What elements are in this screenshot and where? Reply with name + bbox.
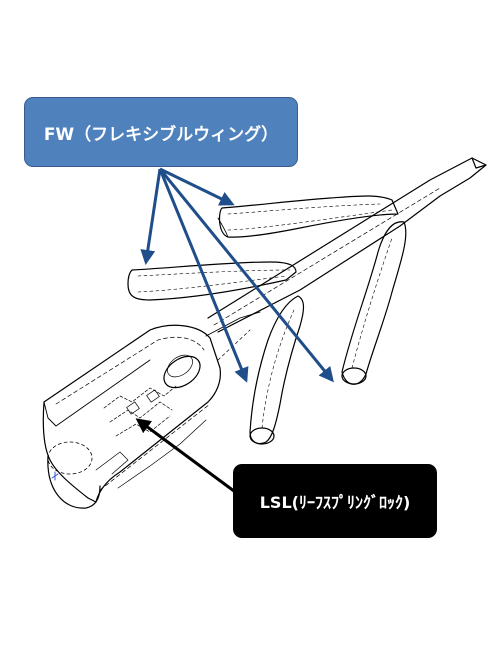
fw-arrow-lower-middle-wing [158, 168, 249, 383]
lsl-callout: LSL(ﾘｰﾌｽﾌﾟﾘﾝｸﾞﾛｯｸ) [233, 464, 437, 538]
fw-arrow-middle-wing [140, 168, 162, 265]
wing-lower-middle [249, 295, 305, 445]
fw-label: FW（フレキシブルウィング） [43, 124, 279, 145]
fw-callout: FW（フレキシブルウィング） [24, 97, 298, 167]
fw-arrow-upper-wing [159, 167, 235, 206]
fw-arrows [140, 167, 334, 383]
central-shaft [207, 157, 487, 333]
fw-arrow-lower-right-wing [158, 168, 334, 383]
wing-lower-right [341, 221, 407, 385]
lsl-label: LSL(ﾘｰﾌｽﾌﾟﾘﾝｸﾞﾛｯｸ) [259, 493, 411, 512]
lsl-arrow [135, 418, 239, 496]
wing-upper [217, 195, 399, 238]
handle-body [42, 311, 261, 509]
